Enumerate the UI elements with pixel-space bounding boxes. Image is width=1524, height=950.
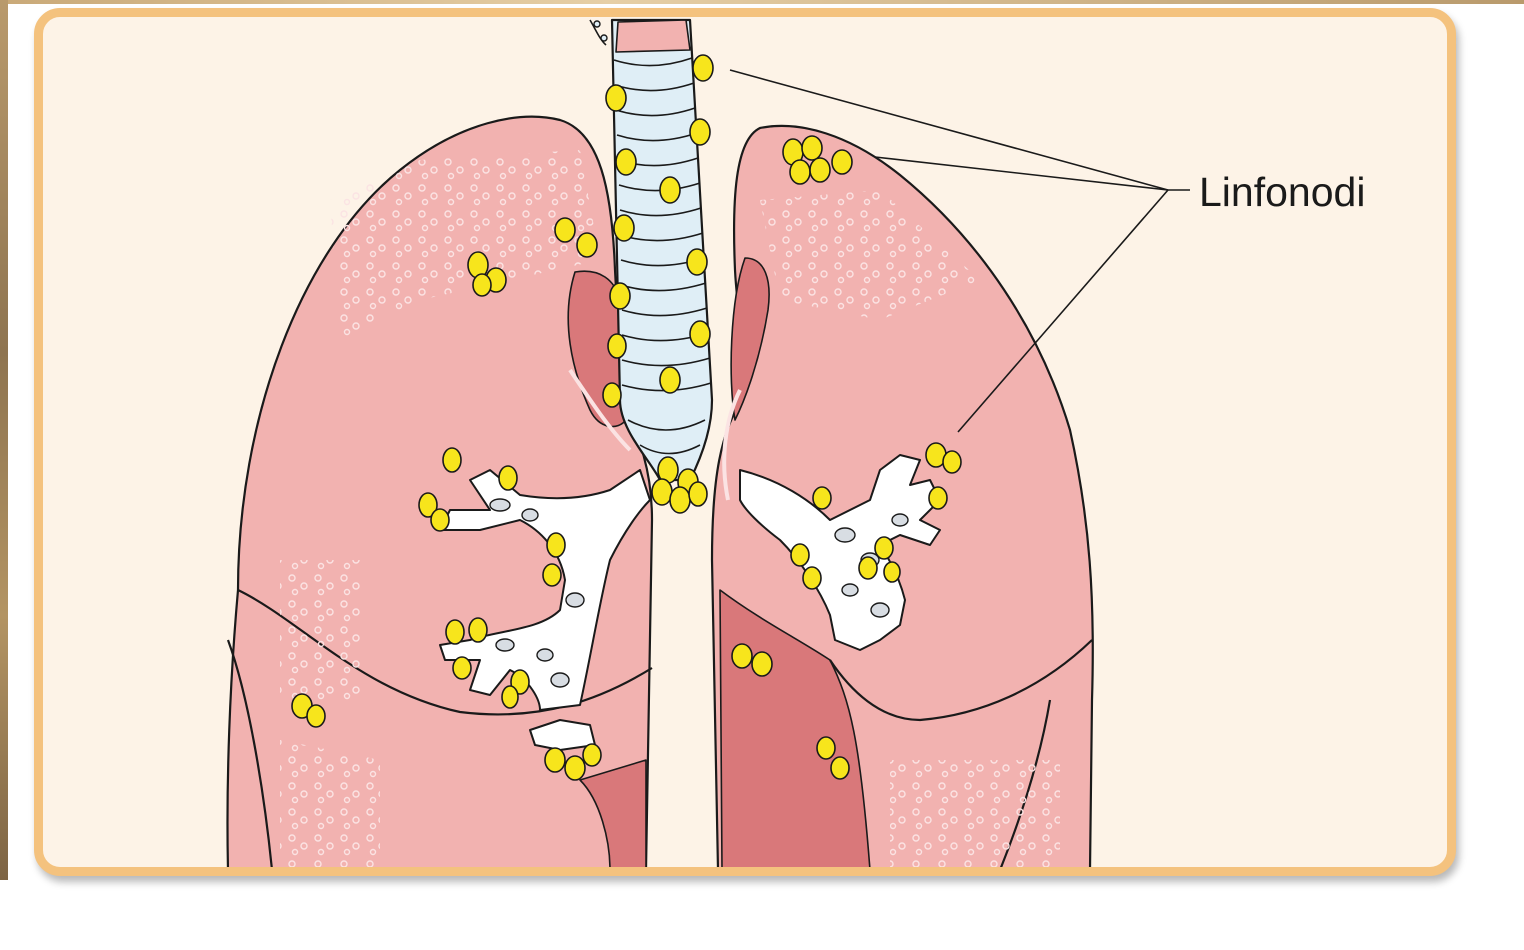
lymph-nodes-label: Linfonodi: [1199, 168, 1365, 216]
